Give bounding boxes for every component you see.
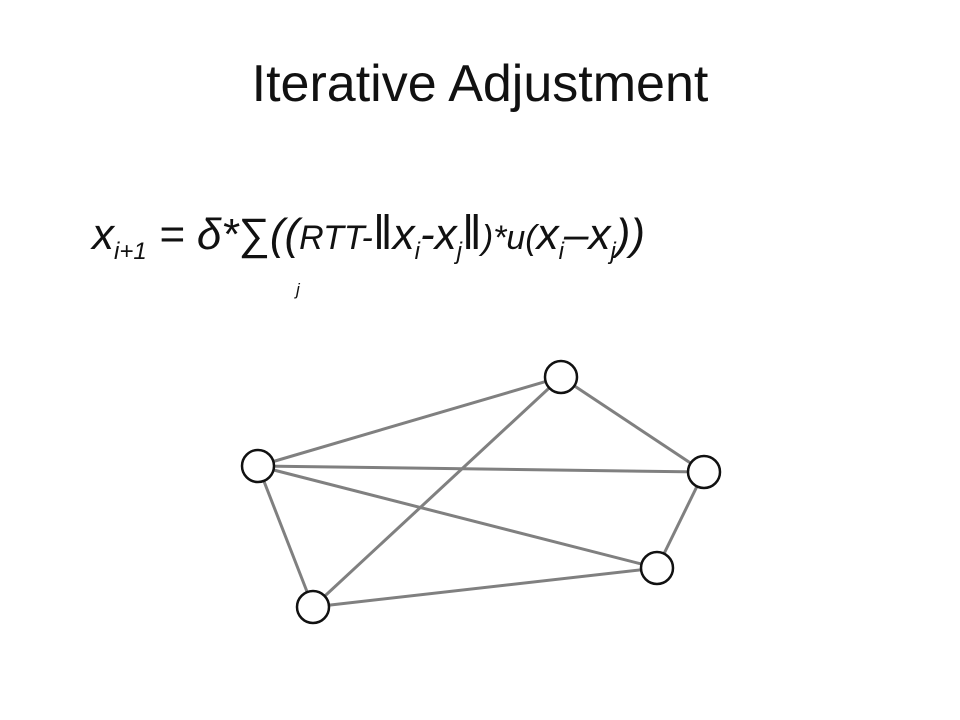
formula-delta: δ* <box>196 210 239 259</box>
formula-xi-2: x <box>536 210 559 259</box>
formula-open-parens: (( <box>269 210 300 259</box>
graph-edges <box>256 375 706 609</box>
formula-equals: = <box>146 210 197 259</box>
formula-sum-index: j <box>296 280 300 299</box>
graph-edge-n2-n3 <box>560 375 705 474</box>
formula-xj-2: x <box>588 210 611 259</box>
graph-edge-n1-n2 <box>257 375 562 468</box>
formula-sum-symbol: ∑ <box>238 210 270 259</box>
graph-node-n3 <box>686 454 722 490</box>
formula-dash: – <box>563 210 589 259</box>
formula-xi: x <box>392 210 415 259</box>
formula-lhs-var: x <box>92 210 114 259</box>
formula-xj: x <box>434 210 457 259</box>
formula-norm-close: ‖ <box>461 207 482 260</box>
graph-edge-n1-n4 <box>257 464 658 570</box>
graph-node-n1 <box>240 448 276 484</box>
formula-minus: - <box>419 210 435 259</box>
graph-node-n4 <box>639 550 675 586</box>
graph-nodes <box>240 359 722 625</box>
graph-edge-n1-n5 <box>256 465 315 608</box>
graph-edge-n4-n5 <box>312 566 658 609</box>
formula-xj-2-subscript: j <box>610 238 616 265</box>
graph-node-n2 <box>543 359 579 395</box>
formula-norm-open: ‖ <box>372 207 393 260</box>
formula-close-mult: )*u( <box>481 219 537 257</box>
formula-xi-2-subscript: i <box>558 238 564 265</box>
formula-close-parens: )) <box>615 210 646 259</box>
slide-title: Iterative Adjustment <box>251 55 709 113</box>
formula-lhs-subscript: i+1 <box>114 238 147 265</box>
graph-edge-n2-n5 <box>311 375 563 609</box>
formula-xj-subscript: j <box>456 238 462 265</box>
graph-edge-n3-n4 <box>655 471 706 569</box>
formula-xi-subscript: i <box>414 238 420 265</box>
graph-edge-n1-n3 <box>257 464 705 474</box>
graph-node-n5 <box>295 589 331 625</box>
update-formula: xi+1 = δ*∑((RTT-‖xi-xj‖)*u(xi–xj)) <box>92 206 645 296</box>
formula-rtt: RTT- <box>299 219 373 257</box>
